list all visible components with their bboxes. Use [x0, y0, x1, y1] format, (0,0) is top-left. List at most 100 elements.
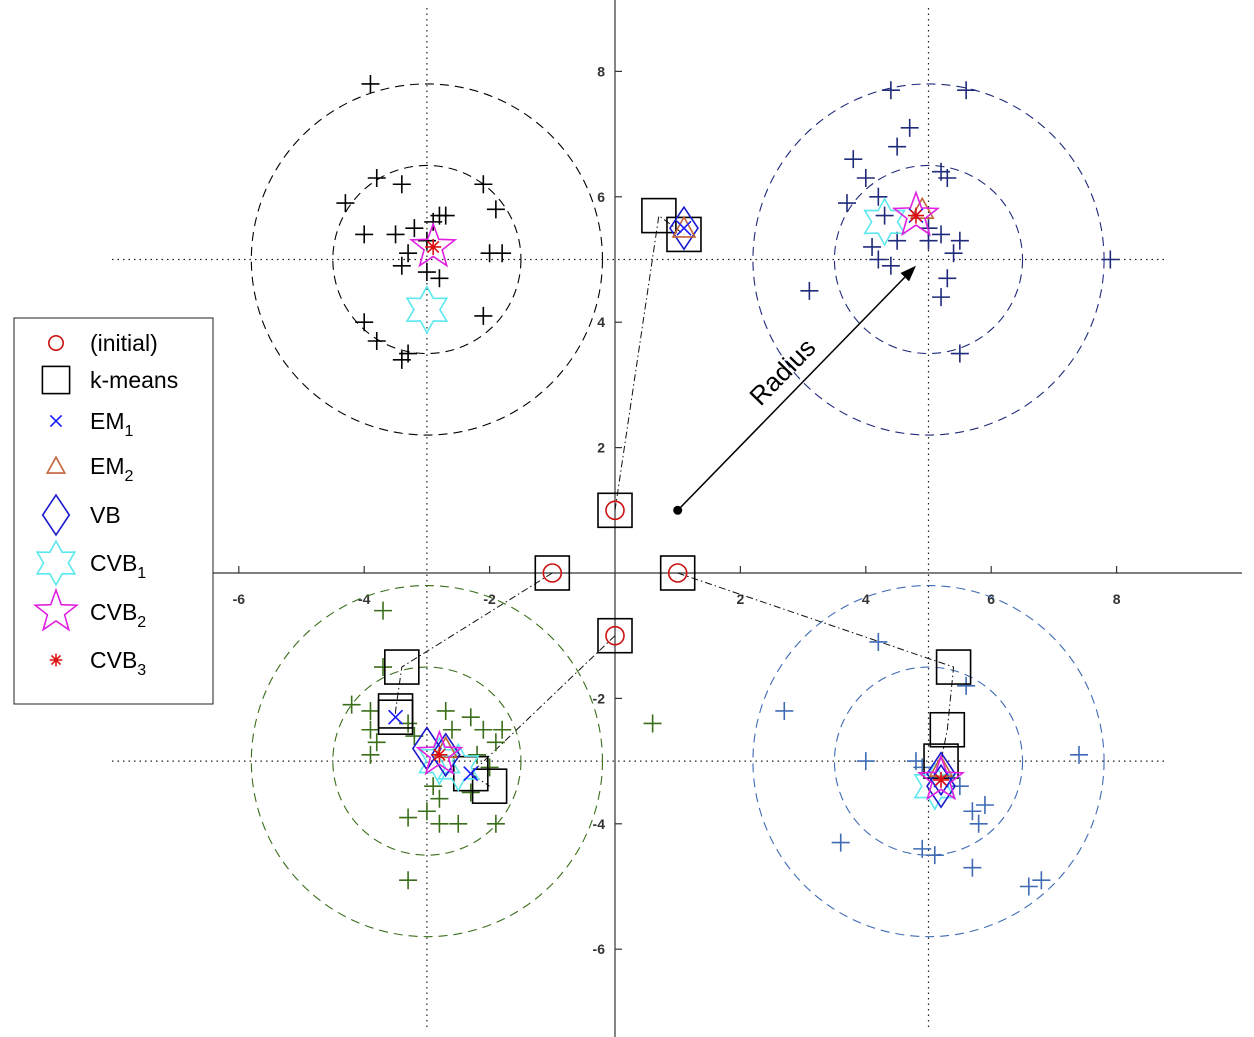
em1-marker [676, 220, 692, 236]
legend-marker-x [49, 414, 63, 428]
cluster-2-data-point [449, 814, 468, 833]
legend-marker-asterisk [49, 653, 63, 667]
vb-marker-shape [926, 763, 957, 809]
em1-marker [387, 709, 404, 725]
kmeans-marker-shape [935, 649, 972, 685]
cvb2-marker-shape [891, 190, 941, 237]
cluster-2-data-point [399, 808, 418, 827]
cluster-1-data-point [900, 118, 919, 137]
cluster-1-data-point [919, 231, 938, 250]
y-tick-label: -6 [593, 941, 606, 957]
cluster-1-data-point [875, 206, 894, 225]
vb-marker [669, 205, 699, 251]
cluster-0-data-point [474, 175, 493, 194]
x-tick-label: -2 [483, 591, 496, 607]
legend-label: k-means [90, 367, 178, 393]
cluster-0-data-point [367, 332, 386, 351]
cluster-2-data-point [430, 814, 449, 833]
em1-marker-shape [387, 709, 404, 725]
cluster-1-data-point [938, 269, 957, 288]
cvb1-marker [405, 285, 449, 335]
cluster-2-data-point [486, 733, 505, 752]
cvb2-marker-shape [415, 729, 464, 776]
cluster-3-data-point [969, 814, 988, 833]
cluster-0-radius-circle [332, 164, 522, 355]
cvb2-marker [409, 221, 458, 268]
legend-marker-x-shape [49, 414, 63, 428]
kmeans-marker [929, 711, 966, 748]
cluster-3-data-point [957, 676, 976, 695]
cluster-2-data-point [424, 777, 443, 796]
cluster-2-data-point [643, 714, 662, 733]
kmeans-marker-shape [597, 492, 633, 529]
cluster-0-data-point [493, 244, 512, 263]
x-tick-label: 8 [1113, 591, 1121, 607]
cvb2-marker [916, 754, 966, 801]
kmeans-marker [471, 768, 508, 804]
legend-marker-pentagram-shape [32, 587, 80, 632]
cluster-3-data-point [925, 846, 944, 865]
kmeans-marker [534, 555, 571, 591]
cluster-1-data-point [863, 237, 882, 256]
cluster-0-data-point [355, 225, 374, 244]
cluster-1-data-point [888, 137, 907, 156]
vb-marker-shape [926, 751, 957, 797]
initial-marker [667, 563, 688, 583]
cluster-radius-circles [250, 83, 1105, 938]
kmeans-marker-shape [471, 768, 508, 804]
legend-marker-diamond-shape [41, 493, 71, 537]
cluster-2-data-point [493, 720, 512, 739]
cvb3-marker-shape [907, 207, 924, 224]
cluster-2-data-point [442, 720, 461, 739]
cvb1-marker-shape [863, 197, 906, 247]
cluster-1-data-point [881, 81, 900, 100]
x-tick-label: 2 [737, 591, 745, 607]
em2-marker-shape [671, 215, 697, 238]
initial-marker [605, 500, 625, 521]
cluster-0-data-point [474, 306, 493, 325]
cluster-2-radius-circle [332, 666, 522, 856]
cluster-0-data-point [399, 244, 418, 263]
cluster-1-data-point [837, 194, 856, 213]
cvb1-marker [863, 197, 906, 247]
x-tick-label: -4 [358, 591, 371, 607]
cluster-0-data-point [436, 206, 455, 225]
cluster-0-data-point [399, 344, 418, 363]
y-tick-label: 2 [597, 440, 605, 456]
initial-marker-shape [605, 625, 625, 646]
cluster-0-data-point [486, 200, 505, 219]
radius-annotation: Radius [673, 265, 916, 515]
cluster-2-data-point [367, 733, 386, 752]
cluster-1-data-point [938, 168, 957, 187]
em1-marker-shape [463, 766, 479, 782]
kmeans-marker-shape [377, 699, 414, 736]
cluster-2-data-point [361, 745, 380, 764]
cluster-0-data-point [392, 256, 411, 275]
cluster-2-data-point [417, 802, 436, 821]
cvb3-marker [431, 746, 448, 763]
radius-label: Radius [743, 332, 821, 411]
kmeans-path [395, 572, 553, 718]
cvb3-marker-shape [431, 746, 448, 763]
kmeans-marker-shape [641, 197, 677, 234]
kmeans-marker-shape [929, 711, 966, 748]
initial-marker [605, 625, 625, 646]
cvb3-marker-shape [933, 771, 950, 788]
em1-marker [463, 766, 479, 782]
kmeans-marker-shape [534, 555, 571, 591]
cluster-3-data-point [913, 839, 932, 858]
kmeans-paths [395, 214, 955, 787]
legend-marker-hexagram-shape [35, 539, 77, 587]
cluster-3-data-point [869, 632, 888, 651]
cluster-3-radius-circle [752, 584, 1105, 938]
initial-marker-shape [542, 563, 563, 583]
cvb2-marker [415, 729, 464, 776]
cluster-1-data-point [856, 168, 875, 187]
cvb3-marker [933, 771, 950, 788]
cluster-2-data-point [436, 701, 455, 720]
kmeans-marker-shape [659, 555, 696, 591]
x-tick-label: -6 [233, 591, 246, 607]
cluster-2-data-point [361, 701, 380, 720]
